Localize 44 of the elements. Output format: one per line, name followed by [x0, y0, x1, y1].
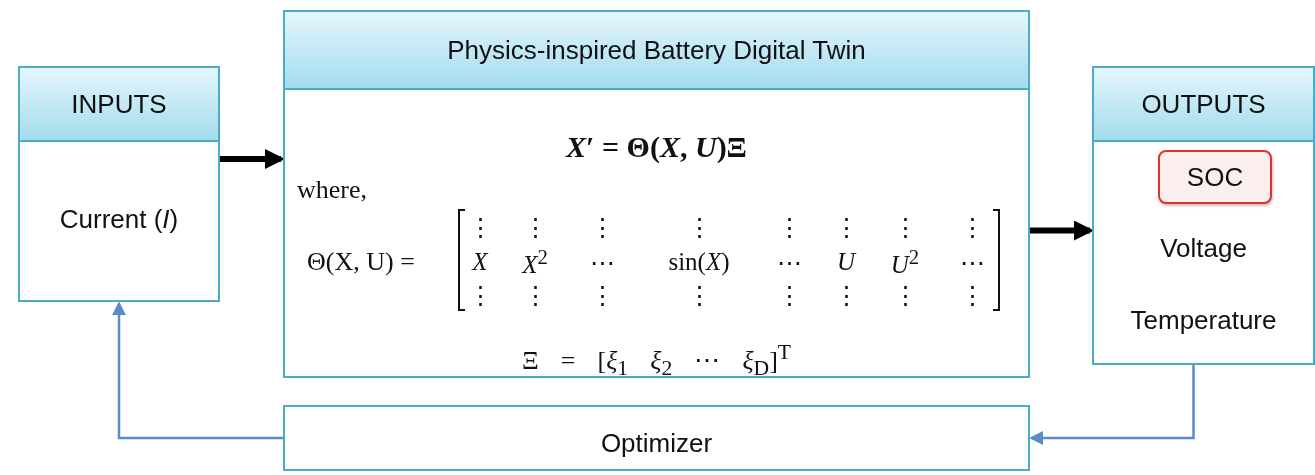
matrix-entry: ⋮: [833, 212, 859, 242]
optimizer-box: [283, 405, 1030, 471]
matrix-entry: X$^{2}$: [522, 244, 548, 280]
panel-heading: INPUTS: [20, 68, 218, 142]
matrix-entry: U: [836, 248, 856, 276]
equation: X′ = Θ(X, U)Ξ: [564, 129, 748, 165]
panel-heading: OUTPUTS: [1094, 68, 1313, 142]
matrix-entry: ⋯: [589, 247, 615, 277]
matrix-entry: ⋯: [776, 247, 802, 277]
matrix-entry: ⋮: [686, 212, 712, 242]
arrow: [220, 149, 285, 169]
box-label: Optimizer: [599, 427, 714, 460]
matrix-entry: ⋮: [467, 212, 493, 242]
inputs-panel: [18, 66, 220, 302]
matrix-entry: ⋮: [833, 280, 859, 310]
panel-heading: Physics-inspired Battery Digital Twin: [285, 12, 1028, 90]
arrow: [1029, 365, 1195, 445]
matrix-entry: ⋮: [589, 280, 615, 310]
matrix-entry: ⋮: [522, 212, 548, 242]
equation: where,: [297, 174, 367, 206]
arrow: [1030, 220, 1094, 241]
matrix-entry: sin(X): [668, 248, 730, 276]
output-label: Temperature: [1129, 304, 1278, 337]
matrix-entry: ⋮: [959, 280, 985, 310]
matrix-entry: X: [472, 248, 488, 276]
matrix-entry: ⋮: [776, 280, 802, 310]
matrix-entry: ⋯: [959, 247, 985, 277]
outputs-panel: [1092, 66, 1315, 365]
matrix-entry: U$^{2}$: [890, 244, 920, 280]
arrow: [112, 301, 283, 440]
matrix-entry: ⋮: [522, 280, 548, 310]
equation: Θ(X, U) =: [307, 246, 415, 278]
matrix-entry: ⋮: [589, 212, 615, 242]
matrix-entry: ⋮: [686, 280, 712, 310]
output-label: Current (I): [58, 203, 180, 236]
matrix-entry: ⋮: [467, 280, 493, 310]
matrix-entry: ⋮: [776, 212, 802, 242]
box-label: SOC: [1185, 161, 1245, 194]
matrix-entry: ⋮: [892, 280, 918, 310]
matrix-entry: ⋮: [959, 212, 985, 242]
digital-twin-panel: [283, 10, 1030, 378]
soc-box: [1158, 150, 1272, 204]
matrix-entry: ⋮: [892, 212, 918, 242]
output-label: Voltage: [1159, 232, 1248, 265]
